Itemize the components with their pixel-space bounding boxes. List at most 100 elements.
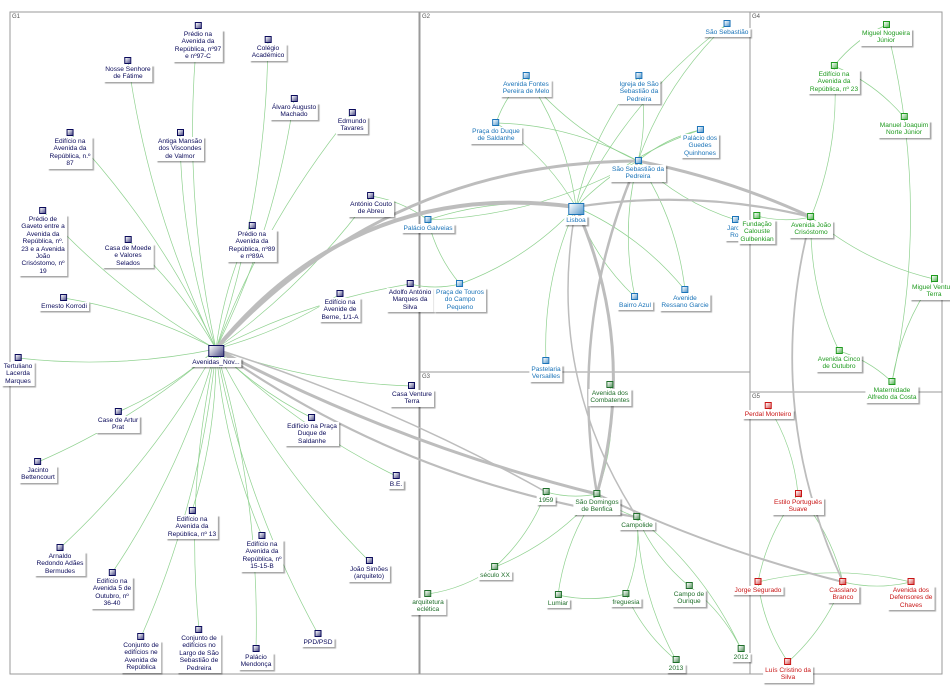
node-suave[interactable]: Estilo Português Suave: [772, 490, 824, 515]
node-label: Campo de Ourique: [672, 590, 706, 607]
node-label: século XX: [478, 571, 512, 580]
node-saosebastiao[interactable]: São Sebastião: [704, 20, 751, 37]
node-image-icon: [753, 212, 760, 219]
node-image-icon: [409, 382, 416, 389]
node-label: Avenida Cinco de Outubro: [816, 355, 862, 372]
node-maternidade[interactable]: Maternidade Alfredo da Costa: [865, 378, 918, 403]
node-arturprat[interactable]: Case de Artur Prat: [96, 408, 140, 433]
node-image-icon: [252, 645, 259, 652]
node-label: freguesia: [610, 598, 641, 607]
node-venturaterra2[interactable]: Miguel Ventura Terra: [910, 275, 950, 300]
edge-avenidas-tertuliano: [18, 349, 216, 362]
node-guedes[interactable]: Palácio dos Guedes Quinhones: [681, 126, 719, 158]
node-fontes[interactable]: Avenida Fontes Pereira de Melo: [501, 72, 552, 97]
node-edif87[interactable]: Edifício na Avenida da República, n.º 87: [48, 129, 93, 169]
node-nogueira[interactable]: Miguel Nogueira Júnior: [860, 21, 912, 46]
node-touros[interactable]: Praça de Touros do Campo Pequeno: [434, 280, 486, 312]
node-versailles[interactable]: Pastelaria Versailles: [529, 357, 562, 382]
node-label: Edifício na Avenida da República, nº 23: [808, 70, 860, 94]
node-tertuliano[interactable]: Tertuliano Lacerda Marques: [2, 354, 35, 386]
node-ppdpsd[interactable]: PPD/PSD: [302, 630, 335, 647]
node-pracaduque[interactable]: Praça do Duque de Saldanhe: [470, 119, 522, 144]
node-nsfatima[interactable]: Nosse Senhore de Fátime: [103, 57, 152, 82]
node-label: 1959: [537, 496, 556, 505]
node-y2012[interactable]: 2012: [732, 645, 751, 662]
edge-campolide-y2013: [637, 517, 676, 660]
node-bairroazul[interactable]: Bairro Azul: [617, 293, 653, 310]
node-ssdpedreira[interactable]: São Sebastião da Pedreira: [610, 157, 666, 182]
node-label: Casslano Branco: [827, 586, 859, 603]
node-edif15[interactable]: Edifício na Avenida da República, nº 15-…: [240, 532, 283, 572]
node-image-icon: [522, 72, 529, 79]
node-conjlargo[interactable]: Conjunto de edifícios no Largo de São Se…: [177, 626, 221, 673]
node-label: Conjunto de edifícios no Largo de São Se…: [177, 634, 221, 673]
node-pracasaldanha[interactable]: Edifício na Praça Duque de Saldanhe: [285, 414, 339, 446]
node-campolide[interactable]: Campolide: [619, 513, 655, 530]
node-crisostomo[interactable]: Avenida João Crisóstomo: [789, 213, 833, 238]
node-segurado[interactable]: Jorge Segurado: [733, 578, 784, 595]
node-gulbenkian[interactable]: Fundação Calouste Gulbenkian: [738, 212, 775, 244]
node-galveias[interactable]: Palácio Galveias: [401, 216, 454, 233]
node-mansao[interactable]: Antiga Mansão dos Viscondes de Valmor: [156, 129, 204, 161]
node-cincooutubro[interactable]: Edifício na Avenida 5 de Outubro, nº 36-…: [91, 569, 133, 609]
node-image-icon: [542, 357, 549, 364]
node-mendonca[interactable]: Palácio Mendonça: [239, 645, 274, 670]
node-jacinto[interactable]: Jacinto Bettencourt: [19, 458, 57, 483]
node-colegio[interactable]: Colégio Académico: [250, 36, 287, 61]
node-label: Igreja de São Sebastião da Pedreira: [617, 80, 660, 104]
node-y2013[interactable]: 2013: [667, 656, 686, 673]
node-defensores[interactable]: Avenida dos Defensores de Chaves: [888, 578, 935, 610]
node-joaosimoes[interactable]: João Simões (arquiteto): [348, 557, 390, 582]
node-freguesia[interactable]: freguesia: [610, 590, 641, 607]
node-y1959[interactable]: 1959: [537, 488, 556, 505]
node-image-icon: [634, 513, 641, 520]
node-campoourique[interactable]: Campo de Ourique: [672, 582, 706, 607]
node-predio89[interactable]: Prédio na Avenida da República, nº89 e n…: [227, 222, 277, 262]
node-label: Jacinto Bettencourt: [19, 466, 57, 483]
node-edif13[interactable]: Edifício na Avenida da República, nº 13: [166, 507, 218, 539]
node-gaveto[interactable]: Prédio de Gaveto entre a Avenida da Repú…: [19, 207, 67, 276]
node-image-icon: [195, 22, 202, 29]
node-label: B.E.: [388, 480, 404, 489]
node-edmundo[interactable]: Edmundo Tavares: [336, 109, 368, 134]
node-venturaterra[interactable]: Casa Venture Terra: [390, 382, 434, 407]
node-cincooutubro2[interactable]: Avenida Cinco de Outubro: [816, 347, 862, 372]
node-arnaldo[interactable]: Arnaldo Redondo Adães Bermudes: [35, 544, 86, 576]
node-ecletica[interactable]: arquitetura eclética: [410, 590, 446, 615]
edge-avenidas-jacinto: [38, 349, 216, 462]
node-be[interactable]: B.E.: [388, 472, 404, 489]
edge-heavy-crisostomo-cassiano: [792, 217, 843, 582]
node-label: Pastelaria Versailles: [529, 365, 562, 382]
node-image-icon: [109, 569, 116, 576]
node-image-icon: [840, 578, 847, 585]
node-image-icon: [425, 216, 432, 223]
node-couto[interactable]: António Couto de Abreu: [348, 192, 394, 217]
node-image-icon: [308, 414, 315, 421]
node-edif23[interactable]: Edifício na Avenida da República, nº 23: [808, 62, 860, 94]
node-korrodi[interactable]: Ernesto Korrodi: [39, 294, 89, 311]
node-moeda[interactable]: Casa de Moede e Valores Selados: [103, 236, 154, 268]
node-label: Avenida dos Defensores de Chaves: [888, 586, 935, 610]
node-adolfo[interactable]: Adolfo António Marques da Silva: [387, 280, 434, 312]
node-predio97[interactable]: Prédio na Avenida da República, nº97 e n…: [173, 22, 223, 62]
node-luiscristino[interactable]: Luís Cristino da Silva: [763, 658, 813, 683]
node-combatentes[interactable]: Avenida dos Combatentes: [588, 381, 631, 406]
node-perdigao[interactable]: Perdal Monteiro: [743, 402, 794, 419]
node-alvaro[interactable]: Álvaro Augusto Machado: [270, 95, 318, 120]
node-saodomingos[interactable]: São Domingos de Benfica: [573, 490, 620, 515]
node-igreja[interactable]: Igreja de São Sebastião da Pedreira: [617, 72, 660, 104]
node-berne[interactable]: Edifício na Avenide de Berne, 1/1-A: [319, 290, 360, 322]
node-ressano[interactable]: Avenide Ressano Garcie: [659, 286, 710, 311]
node-avenidas[interactable]: Avenidas_Nov...: [190, 345, 241, 367]
node-conjrep[interactable]: Conjunto de edifícios ne Avenida de Repú…: [121, 633, 161, 673]
node-label: Prédio de Gaveto entre a Avenida da Repú…: [19, 215, 67, 276]
node-lisboa[interactable]: Lisboa: [564, 203, 587, 225]
node-label: Jorge Segurado: [733, 586, 784, 595]
node-joaquim[interactable]: Manuel Joaquim Norte Júnior: [878, 113, 930, 138]
node-image-icon: [830, 62, 837, 69]
node-label: Conjunto de edifícios ne Avenida de Repú…: [121, 641, 161, 673]
edge-avenidas-gaveto: [43, 211, 216, 349]
node-cassiano[interactable]: Casslano Branco: [827, 578, 859, 603]
node-lumiar[interactable]: Lumiar: [546, 591, 570, 608]
node-seculoxx[interactable]: século XX: [478, 563, 512, 580]
